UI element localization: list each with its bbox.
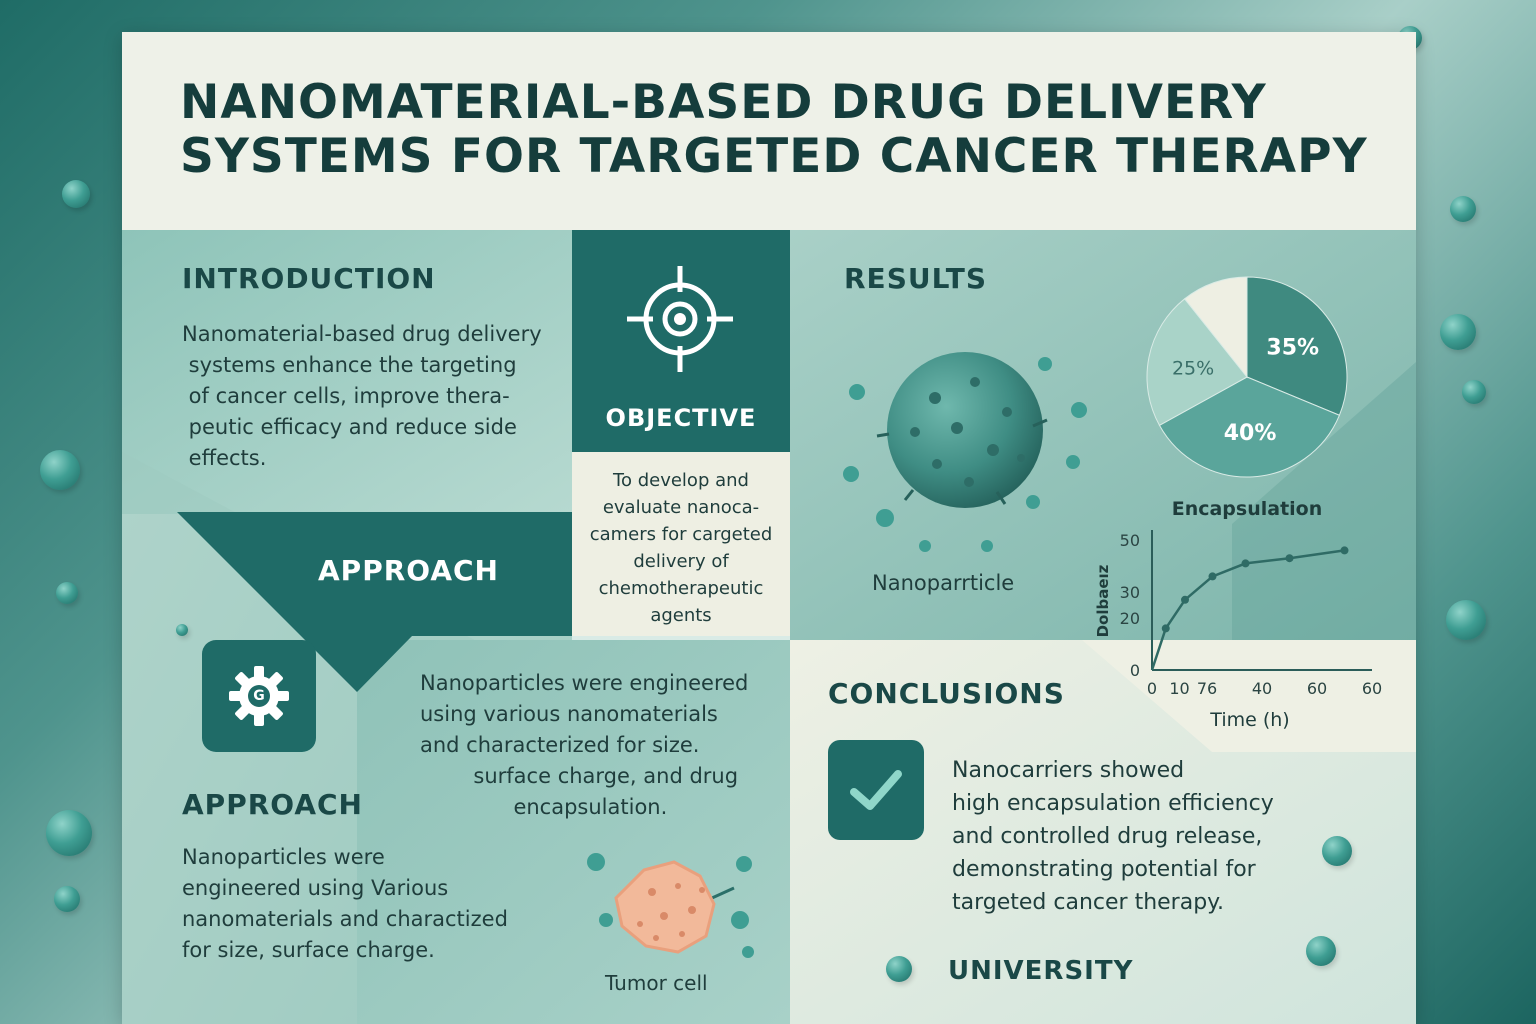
nanoparticle-illustration: [843, 352, 1087, 552]
decorative-orb: [176, 624, 188, 636]
pie-slice: [1183, 276, 1248, 379]
series-line: [1150, 549, 1345, 671]
approach-body: Nanoparticles were engineered using Vari…: [182, 845, 508, 962]
decorative-orb: [1306, 936, 1336, 966]
decorative-orb: [1462, 380, 1486, 404]
objective-heading: OBJECTIVE: [605, 404, 757, 432]
decorative-orb: [1450, 196, 1476, 222]
y-tick-label: 30: [1120, 583, 1140, 602]
y-tick-label: 20: [1120, 609, 1140, 628]
y-tick-label: 0: [1130, 661, 1140, 680]
title-line-1: NANOMATERIAL-BASED DRUG DELIVERY: [180, 75, 1267, 130]
check-icon: [850, 770, 902, 810]
tumor-cell-label: Tumor cell: [605, 971, 708, 995]
gear-icon: [229, 666, 289, 726]
x-tick-label: 60: [1307, 679, 1327, 698]
data-point: [1241, 559, 1250, 568]
decorative-orb: [1446, 600, 1486, 640]
encapsulation-pie-chart: 35% 40% 25%: [1146, 276, 1348, 478]
pie-chart-xlabel: Encapsulation: [1171, 498, 1323, 520]
x-tick-label: 10: [1169, 679, 1189, 698]
decorative-orb: [886, 956, 912, 982]
x-tick-label: 0: [1147, 679, 1157, 698]
conclusions-body: Nanocarriers showed high encapsulation e…: [952, 758, 1274, 915]
pie-slice: [1246, 276, 1348, 416]
approach-banner-heading: APPROACH: [318, 554, 499, 587]
check-icon-box: [828, 740, 924, 840]
approach-heading: APPROACH: [182, 788, 363, 821]
decorative-orb: [56, 582, 78, 604]
pie-slice: [1158, 376, 1341, 478]
objective-body: To develop and evaluate nanoca- camers f…: [589, 470, 773, 626]
decorative-orb: [1440, 314, 1476, 350]
target-icon: [627, 266, 733, 372]
x-tick-label: 76: [1197, 679, 1217, 698]
conclusions-heading: CONCLUSIONS: [828, 677, 1065, 710]
data-point: [1181, 595, 1189, 604]
poster-title: NANOMATERIAL-BASED DRUG DELIVERY SYSTEMS…: [122, 32, 1416, 230]
gear-icon-letter: G: [253, 688, 265, 704]
introduction-heading: INTRODUCTION: [182, 262, 436, 295]
approach-center-body: Nanoparticles were engineered using vari…: [420, 671, 749, 819]
pie-slice-label: 25%: [1172, 357, 1214, 379]
x-tick-label: 60: [1362, 679, 1382, 698]
decorative-orb: [54, 886, 80, 912]
decorative-orb: [46, 810, 92, 856]
data-point: [1208, 572, 1217, 581]
university-label: UNIVERSITY: [948, 956, 1134, 986]
poster: NANOMATERIAL-BASED DRUG DELIVERY SYSTEMS…: [122, 32, 1416, 1024]
pie-slice-label: 35%: [1266, 335, 1319, 360]
y-tick-label: 50: [1120, 531, 1140, 550]
x-tick-label: 40: [1252, 679, 1272, 698]
data-point: [1161, 624, 1170, 633]
decorative-orb: [40, 450, 80, 490]
introduction-body: Nanomaterial-based drug delivery systems…: [182, 322, 542, 470]
title-line-2: SYSTEMS FOR TARGETED CANCER THERAPY: [180, 129, 1368, 184]
nanoparticle-label: Nanoparrticle: [872, 571, 1015, 595]
pie-slice-label: 40%: [1224, 421, 1277, 446]
decorative-orb: [62, 180, 90, 208]
data-point: [1340, 546, 1349, 555]
decorative-orb: [1322, 836, 1352, 866]
y-axis-label: Dolbaeız: [1094, 564, 1112, 637]
tumor-cell-illustration: [587, 853, 754, 958]
x-axis-label: Time (h): [1209, 709, 1289, 731]
pie-slice: [1146, 298, 1248, 427]
data-point: [1285, 554, 1294, 563]
results-heading: RESULTS: [844, 262, 988, 295]
